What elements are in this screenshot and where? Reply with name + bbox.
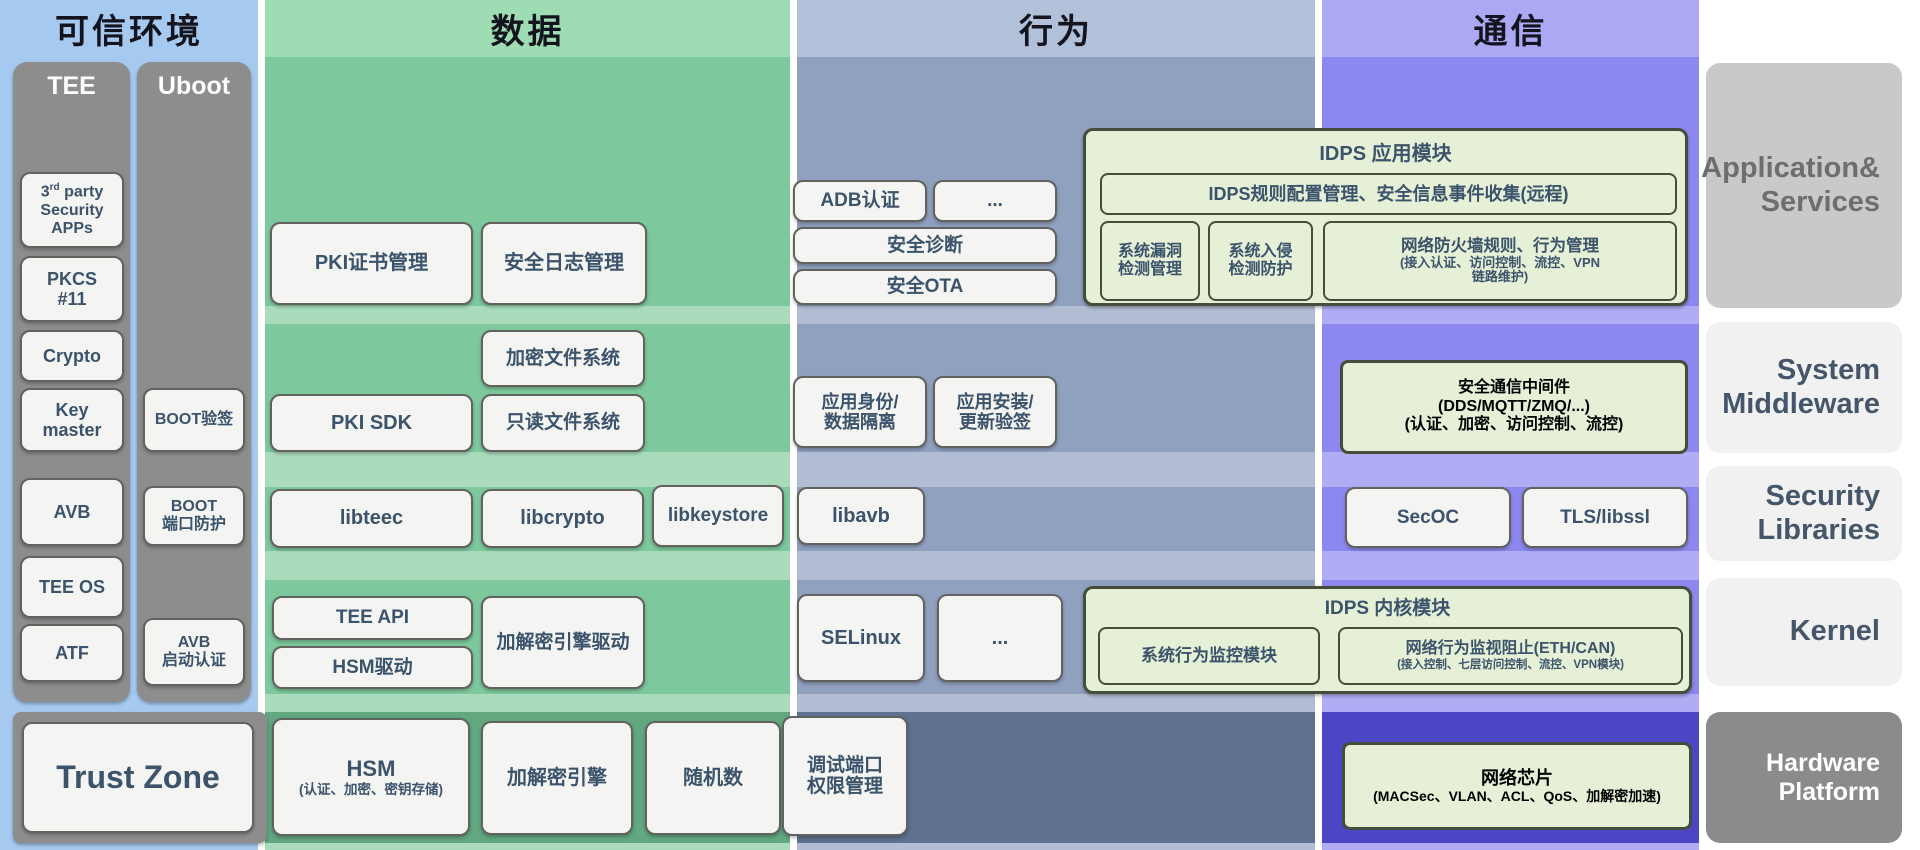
box-boot-signature-verify: BOOT验签 [143, 388, 245, 452]
box-security-ota: 安全OTA [793, 269, 1057, 305]
box-atf: ATF [20, 624, 124, 682]
box-keymaster: Key master [20, 388, 124, 452]
layer-label-text: Kernel [1789, 615, 1880, 648]
uboot-pillar-title: Uboot [157, 72, 231, 100]
box-app-identity-isolation: 应用身份/ 数据隔离 [793, 376, 927, 448]
box-secure-comm-middleware: 安全通信中间件 (DDS/MQTT/ZMQ/...) (认证、加密、访问控制、流… [1340, 360, 1688, 454]
idps-kernel-module-title: IDPS 内核模块 [1324, 598, 1451, 619]
firewall-title: 网络防火墙规则、行为管理 [1401, 236, 1599, 255]
box-debug-port-permission: 调试端口 权限管理 [782, 716, 908, 836]
box-system-intrusion-detection: 系统入侵 检测防护 [1208, 221, 1313, 301]
header-data: 数据 [490, 13, 565, 51]
box-security-log-mgmt: 安全日志管理 [481, 222, 647, 305]
header-communication: 通信 [1473, 13, 1548, 51]
firewall-subtitle: (接入认证、访问控制、流控、VPN 链路维护) [1399, 254, 1601, 285]
box-libcrypto: libcrypto [481, 489, 644, 548]
layer-label-text: Application& Services [1701, 152, 1880, 218]
header-behavior: 行为 [1019, 13, 1093, 51]
box-system-behavior-monitor: 系统行为监控模块 [1098, 627, 1320, 685]
header-trusted-environment: 可信环境 [55, 13, 203, 51]
box-crypto: Crypto [20, 330, 124, 382]
box-tee-os: TEE OS [20, 556, 124, 618]
hsm-subtitle: (认证、加密、密钥存储) [299, 781, 443, 797]
box-pkcs11: PKCS #11 [20, 256, 124, 322]
box-tee-api: TEE API [272, 596, 473, 640]
box-behavior-app-more: ... [933, 180, 1057, 222]
box-hsm-driver: HSM驱动 [272, 646, 473, 689]
box-idps-rule-config: IDPS规则配置管理、安全信息事件收集(远程) [1100, 173, 1677, 215]
box-pki-cert-mgmt: PKI证书管理 [270, 222, 473, 305]
net-monitor-subtitle: (接入控制、七层访问控制、流控、VPN模块) [1397, 658, 1624, 671]
box-readonly-filesystem: 只读文件系统 [481, 394, 645, 452]
box-tls-libssl: TLS/libssl [1522, 487, 1688, 548]
layer-label-text: Hardware Platform [1766, 748, 1880, 806]
box-trust-zone: Trust Zone [22, 722, 254, 833]
box-pki-sdk: PKI SDK [270, 394, 473, 452]
tee-pillar-title: TEE [47, 72, 96, 100]
box-behavior-kernel-more: ... [937, 594, 1063, 682]
box-libteec: libteec [270, 489, 473, 548]
box-secoc: SecOC [1345, 487, 1511, 548]
layer-label-kernel: Kernel [1706, 578, 1902, 686]
uboot-pillar: Uboot [137, 62, 251, 702]
box-network-behavior-monitor: 网络行为监视阻止(ETH/CAN) (接入控制、七层访问控制、流控、VPN模块) [1338, 627, 1683, 685]
network-chip-title: 网络芯片 [1481, 767, 1553, 788]
box-random-number: 随机数 [645, 721, 781, 835]
box-adb-auth: ADB认证 [793, 180, 927, 222]
box-system-vuln-detection: 系统漏洞 检测管理 [1100, 221, 1200, 301]
box-crypto-engine-driver: 加解密引擎驱动 [481, 596, 645, 689]
box-avb-boot-auth: AVB 启动认证 [143, 618, 245, 686]
idps-app-module-title: IDPS 应用模块 [1319, 143, 1452, 165]
idps-kernel-module: IDPS 内核模块 系统行为监控模块 网络行为监视阻止(ETH/CAN) (接入… [1083, 586, 1692, 694]
box-boot-port-protection: BOOT 端口防护 [143, 486, 245, 546]
hsm-title: HSM [346, 756, 396, 782]
box-selinux: SELinux [797, 594, 925, 682]
layer-label-system-middleware: System Middleware [1706, 322, 1902, 453]
idps-application-module: IDPS 应用模块 IDPS规则配置管理、安全信息事件收集(远程) 系统漏洞 检… [1083, 128, 1688, 306]
box-libkeystore: libkeystore [652, 485, 784, 547]
layer-label-hardware-platform: Hardware Platform [1706, 712, 1902, 843]
layer-label-text: System Middleware [1722, 354, 1880, 420]
layer-label-text: Security Libraries [1757, 480, 1881, 546]
third-party-label: 3rd party Security APPs [40, 182, 104, 237]
box-encrypted-filesystem: 加密文件系统 [481, 330, 645, 387]
box-security-diagnosis: 安全诊断 [793, 227, 1057, 264]
box-avb: AVB [20, 478, 124, 546]
layer-label-application-services: Application& Services [1701, 63, 1902, 308]
box-hsm-hardware: HSM (认证、加密、密钥存储) [272, 718, 470, 836]
layer-label-security-libraries: Security Libraries [1706, 466, 1902, 561]
network-chip-subtitle: (MACSec、VLAN、ACL、QoS、加解密加速) [1373, 788, 1661, 805]
box-app-install-verify: 应用安装/ 更新验签 [933, 376, 1057, 448]
box-network-chip: 网络芯片 (MACSec、VLAN、ACL、QoS、加解密加速) [1342, 742, 1692, 830]
box-libavb: libavb [797, 487, 925, 545]
box-3rd-party-security-apps: 3rd party Security APPs [20, 172, 124, 248]
net-monitor-title: 网络行为监视阻止(ETH/CAN) [1405, 640, 1616, 658]
box-network-firewall-rules: 网络防火墙规则、行为管理 (接入认证、访问控制、流控、VPN 链路维护) [1323, 221, 1677, 301]
box-crypto-engine-hardware: 加解密引擎 [481, 721, 633, 835]
